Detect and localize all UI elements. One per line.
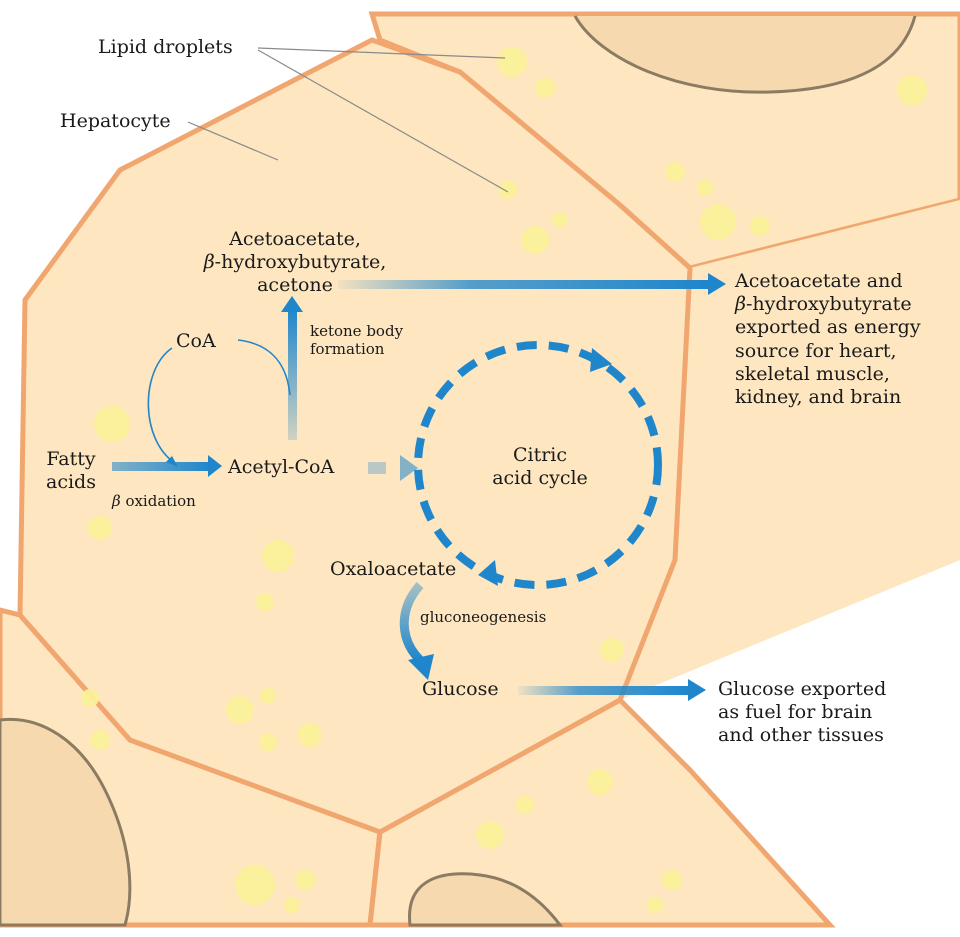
nucleus-top-right bbox=[573, 15, 917, 94]
ketone-body-formation-line1: ketone body bbox=[310, 322, 404, 340]
leader-lines bbox=[187, 47, 509, 193]
acetyl-coa-to-cycle-arrowhead bbox=[400, 455, 418, 481]
lipid-droplet bbox=[700, 204, 736, 240]
gluconeogenesis-arrow bbox=[399, 582, 424, 664]
lipid-droplet bbox=[295, 870, 315, 890]
nuclei bbox=[0, 15, 917, 927]
citric-acid-cycle-line2: acid cycle bbox=[492, 466, 588, 489]
ketone-export-arrow-shaft bbox=[338, 280, 710, 289]
lipid-droplet bbox=[521, 226, 549, 254]
lipid-droplets bbox=[81, 47, 927, 913]
lipid-droplet bbox=[298, 723, 322, 747]
acetyl-coa-to-cycle-arrow bbox=[368, 455, 418, 481]
ketone-export-line5: skeletal muscle, bbox=[735, 362, 890, 385]
lipid-droplet bbox=[90, 730, 110, 750]
ketone-export-line6: kidney, and brain bbox=[735, 385, 902, 408]
ketone-export-line4: source for heart, bbox=[735, 339, 897, 362]
ketone-export-line1: Acetoacetate and bbox=[735, 270, 903, 292]
lipid-droplet bbox=[235, 865, 275, 905]
ketone-products-line3: acetone bbox=[257, 273, 333, 296]
nucleus-bottom-left bbox=[0, 717, 132, 927]
lipid-droplet bbox=[81, 689, 99, 707]
lipid-droplet bbox=[88, 516, 112, 540]
leader-line-lipid-1 bbox=[257, 47, 506, 59]
cycle-arrowhead-top bbox=[590, 348, 612, 372]
lipid-droplet bbox=[750, 216, 770, 236]
acetyl-coa-label: Acetyl-CoA bbox=[228, 456, 335, 478]
cycle-arrowhead-bottom bbox=[478, 560, 498, 586]
neighbor-cell-right bbox=[620, 200, 960, 700]
glucose-export-label: Glucose exported as fuel for brain and o… bbox=[718, 678, 886, 748]
fatty-acids-line2: acids bbox=[46, 470, 96, 493]
acetyl-coa-to-cycle-dash bbox=[368, 462, 386, 474]
ketone-export-arrowhead bbox=[708, 273, 726, 295]
beta-oxidation-text: oxidation bbox=[120, 492, 196, 510]
ketone-export-line2-text: -hydroxybutyrate bbox=[745, 293, 912, 316]
glucose-label: Glucose bbox=[422, 678, 499, 700]
glucose-export-arrowhead bbox=[688, 679, 706, 701]
hepatocyte-label: Hepatocyte bbox=[60, 110, 171, 132]
ketone-products-line1: Acetoacetate, bbox=[229, 228, 361, 250]
leader-line-lipid-2 bbox=[257, 49, 509, 193]
citric-acid-cycle-line1: Citric bbox=[512, 444, 568, 466]
ketone-body-formation-label: ketone body formation bbox=[310, 322, 403, 358]
lipid-droplet bbox=[499, 181, 517, 199]
ketone-products-label: Acetoacetate, β-hydroxybutyrate, acetone bbox=[180, 228, 410, 296]
ketone-export-line3: exported as energy bbox=[735, 316, 921, 339]
lipid-droplet bbox=[259, 733, 277, 751]
glucose-export-line1: Glucose exported bbox=[718, 678, 887, 700]
beta-symbol: β bbox=[203, 250, 215, 273]
lipid-droplet bbox=[260, 688, 276, 704]
lipid-droplet bbox=[476, 821, 504, 849]
lipid-droplet bbox=[587, 769, 613, 795]
lipid-droplet bbox=[284, 897, 300, 913]
ketone-products-line2-text: -hydroxybutyrate, bbox=[214, 250, 387, 273]
lipid-droplet bbox=[262, 540, 294, 572]
lipid-droplet bbox=[94, 406, 130, 442]
lipid-droplet bbox=[600, 638, 624, 662]
beta-oxidation-label: β oxidation bbox=[112, 492, 196, 510]
glucose-export-line3: and other tissues bbox=[718, 724, 884, 747]
beta-symbol: β bbox=[735, 293, 746, 316]
lipid-droplet bbox=[665, 162, 685, 182]
coa-entry-arrow bbox=[147, 347, 176, 464]
ketone-formation-arrow-shaft bbox=[288, 310, 297, 440]
glucose-export-arrow-shaft bbox=[518, 686, 690, 695]
lipid-droplet bbox=[516, 796, 534, 814]
ketone-export-line2: β-hydroxybutyrate bbox=[735, 293, 921, 316]
ketone-export-label: Acetoacetate and β-hydroxybutyrate expor… bbox=[735, 270, 921, 409]
glucose-export-line2: as fuel for brain bbox=[718, 701, 873, 724]
lipid-droplet bbox=[535, 78, 555, 98]
lipid-droplet bbox=[256, 593, 274, 611]
beta-oxidation-arrowhead bbox=[208, 455, 222, 477]
lipid-droplets-label: Lipid droplets bbox=[98, 36, 233, 58]
nucleus-bottom-right bbox=[408, 872, 564, 927]
ketone-products-line2: β-hydroxybutyrate, bbox=[180, 251, 410, 274]
lipid-droplet bbox=[897, 75, 927, 105]
oxaloacetate-label: Oxaloacetate bbox=[330, 558, 457, 580]
lipid-droplet bbox=[662, 870, 682, 890]
gluconeogenesis-label: gluconeogenesis bbox=[420, 608, 547, 626]
lipid-droplet bbox=[226, 696, 254, 724]
coa-label: CoA bbox=[176, 330, 216, 352]
lipid-droplet bbox=[497, 47, 527, 77]
fatty-acids-label: Fatty acids bbox=[38, 448, 104, 494]
citric-acid-cycle-circle bbox=[414, 341, 662, 589]
lipid-droplet bbox=[647, 897, 663, 913]
ketone-formation-arrowhead bbox=[281, 296, 303, 312]
leader-line-hepatocyte bbox=[187, 121, 279, 161]
citric-acid-cycle-label: Citric acid cycle bbox=[470, 444, 610, 490]
lipid-droplet bbox=[552, 212, 568, 228]
ketone-body-formation-line2: formation bbox=[310, 340, 385, 358]
fatty-acids-line1: Fatty bbox=[46, 448, 96, 470]
beta-symbol: β bbox=[112, 492, 121, 510]
lipid-droplet bbox=[697, 180, 713, 196]
gluconeogenesis-arrowhead bbox=[408, 654, 434, 680]
beta-oxidation-arrow-shaft bbox=[112, 462, 210, 471]
